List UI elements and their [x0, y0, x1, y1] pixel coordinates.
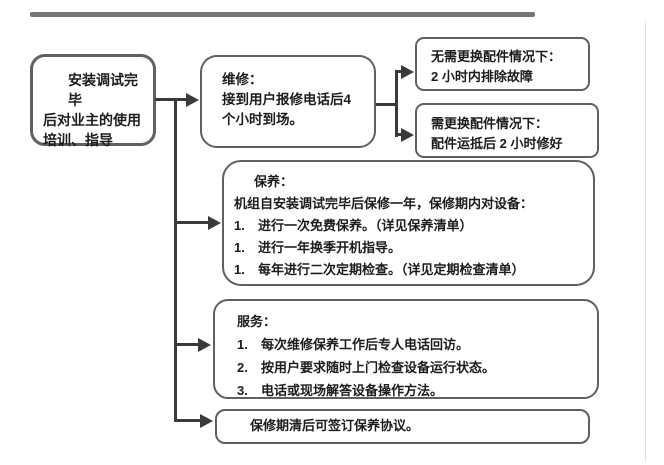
start-box-line: 安装调试完毕: [68, 72, 138, 108]
item-number: 1.: [234, 240, 245, 255]
repair-box-line: 接到用户报修电话后4: [222, 92, 352, 107]
top-divider-bar: [30, 12, 535, 17]
maintenance-box-intro: 机组自安装调试完毕后保修一年，保修期内对设备：: [234, 196, 534, 211]
parts-box-line: 配件运抵后 2 小时修好: [431, 136, 563, 151]
service-box-title: 服务：: [237, 314, 277, 329]
service-item: 3. 电话或现场解答设备操作方法。: [237, 379, 591, 402]
service-item: 1. 每次维修保养工作后专人电话回访。: [237, 333, 591, 356]
item-text: 每次维修保养工作后专人电话回访。: [261, 337, 470, 352]
item-number: 2.: [237, 360, 248, 375]
start-box-line: 培训、指导: [43, 132, 113, 148]
arrowhead-service-icon: [198, 337, 211, 352]
page-edge-line: [645, 22, 646, 462]
item-text: 进行一次免费保养。（详见保养清单）: [258, 218, 473, 233]
connector-to-service: [174, 343, 200, 346]
agreement-box-text: 保修期清后可签订保养协议。: [250, 418, 420, 433]
arrowhead-parts-icon: [401, 127, 414, 142]
connector-start-to-repair: [155, 98, 189, 101]
item-text: 电话或现场解答设备操作方法。: [261, 383, 444, 398]
connector-to-no-parts: [395, 70, 403, 73]
agreement-box: 保修期清后可签订保养协议。: [215, 409, 590, 444]
connector-to-maintenance: [174, 221, 210, 224]
repair-box: 维修： 接到用户报修电话后4 个小时到场。: [200, 55, 376, 148]
connector-to-parts: [395, 133, 403, 136]
item-number: 1.: [234, 262, 245, 277]
maintenance-item: 1. 每年进行二次定期检查。（详见定期检查清单）: [234, 259, 587, 281]
no-parts-box-line: 2 小时内排除故障: [431, 69, 533, 84]
item-text: 按用户要求随时上门检查设备运行状态。: [261, 360, 496, 375]
connector-to-agreement: [174, 419, 202, 422]
parts-box-line: 需更换配件情况下：: [431, 116, 549, 131]
start-box: 安装调试完毕 后对业主的使用 培训、指导: [30, 54, 156, 148]
connector-trunk: [174, 98, 177, 422]
connector-repair-split: [395, 71, 398, 137]
item-number: 1.: [237, 337, 248, 352]
maintenance-box-title: 保养：: [254, 174, 294, 189]
start-box-line: 后对业主的使用: [43, 112, 141, 128]
item-number: 3.: [237, 383, 248, 398]
item-text: 进行一年换季开机指导。: [258, 240, 402, 255]
connector-repair-out: [376, 103, 398, 106]
maintenance-item: 1. 进行一年换季开机指导。: [234, 237, 587, 259]
parts-box: 需更换配件情况下： 配件运抵后 2 小时修好: [415, 103, 599, 158]
repair-box-line: 个小时到场。: [222, 112, 303, 127]
arrowhead-agreement-icon: [200, 413, 213, 428]
no-parts-box: 无需更换配件情况下： 2 小时内排除故障: [415, 37, 590, 91]
maintenance-box: 保养： 机组自安装调试完毕后保修一年，保修期内对设备： 1. 进行一次免费保养。…: [222, 160, 595, 286]
arrowhead-maintenance-icon: [208, 215, 221, 230]
service-item: 2. 按用户要求随时上门检查设备运行状态。: [237, 356, 591, 379]
maintenance-item: 1. 进行一次免费保养。（详见保养清单）: [234, 215, 587, 237]
no-parts-box-line: 无需更换配件情况下：: [431, 49, 562, 64]
repair-box-title: 维修：: [222, 72, 263, 87]
item-number: 1.: [234, 218, 245, 233]
arrowhead-repair-icon: [186, 92, 199, 107]
arrowhead-no-parts-icon: [401, 64, 414, 79]
service-box: 服务： 1. 每次维修保养工作后专人电话回访。 2. 按用户要求随时上门检查设备…: [213, 299, 599, 399]
item-text: 每年进行二次定期检查。（详见定期检查清单）: [258, 262, 525, 277]
